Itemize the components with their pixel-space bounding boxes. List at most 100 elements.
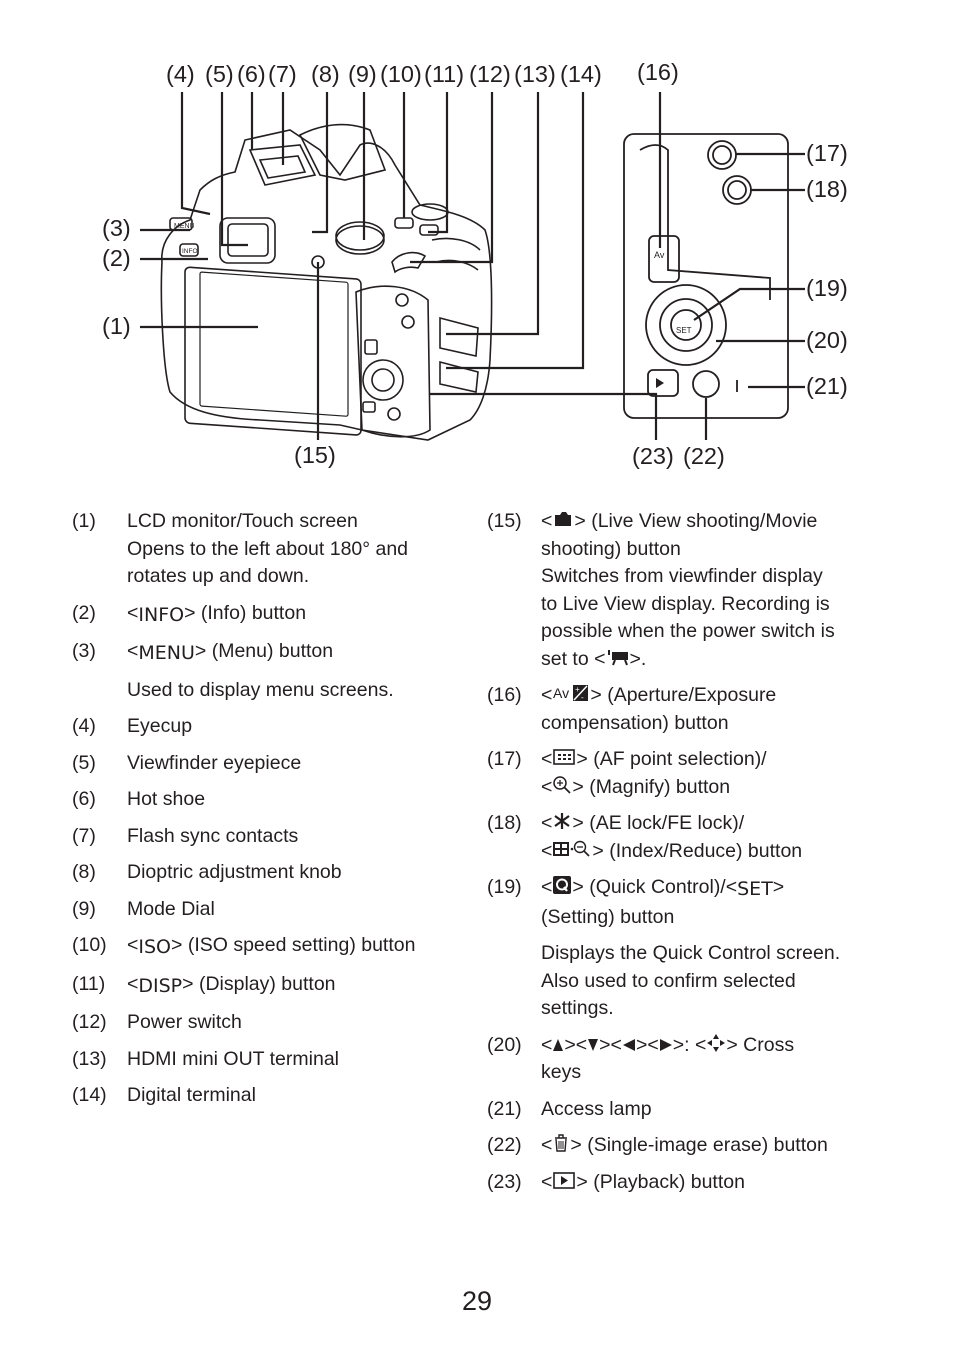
cross-keys-icon bbox=[707, 1033, 726, 1052]
item-text: (Setting) button bbox=[541, 905, 675, 928]
item-text: > bbox=[772, 876, 785, 898]
camera-back-figure: MENU INFO Av SET bbox=[0, 0, 954, 490]
item-text: Access lamp bbox=[541, 1097, 652, 1120]
item-text: Mode Dial bbox=[127, 897, 215, 920]
item-text: > (AE lock/FE lock)/ bbox=[572, 812, 745, 834]
list-item: (17) <> (AF point selection)/ <> (Magnif… bbox=[487, 746, 877, 801]
item-text: shooting) button bbox=[541, 537, 681, 560]
list-item: (6) Hot shoe bbox=[72, 786, 452, 814]
callout-5: (5) bbox=[205, 61, 234, 87]
callout-7: (7) bbox=[268, 61, 297, 87]
item-number: (5) bbox=[72, 751, 96, 774]
item-text: > (Live View shooting/Movie bbox=[574, 510, 818, 532]
callout-10: (10) bbox=[380, 61, 422, 87]
item-number: (6) bbox=[72, 788, 96, 810]
list-item: (20) <><><><>: <> Cross keys bbox=[487, 1032, 877, 1087]
item-number: (13) bbox=[72, 1047, 107, 1070]
item-number: (17) bbox=[487, 748, 522, 770]
callout-6: (6) bbox=[237, 61, 266, 87]
menu-body-label: MENU bbox=[174, 223, 195, 230]
item-text: > (Aperture/Exposure bbox=[590, 684, 777, 706]
callout-2: (2) bbox=[102, 245, 131, 271]
list-item: (23) <> (Playback) button bbox=[487, 1169, 877, 1197]
item-text: > (Magnify) button bbox=[572, 775, 731, 798]
callout-16: (16) bbox=[637, 59, 679, 85]
info-icon: INFO bbox=[138, 603, 185, 626]
list-item: (9) Mode Dial bbox=[72, 896, 452, 924]
item-number: (8) bbox=[72, 861, 96, 883]
svg-text:Av: Av bbox=[553, 685, 569, 701]
callout-1: (1) bbox=[102, 313, 131, 339]
magnify-icon bbox=[553, 775, 572, 794]
item-number: (4) bbox=[72, 715, 96, 737]
list-item: (11) <DISP> (Display) button bbox=[72, 971, 452, 1001]
set-zoom-label: SET bbox=[676, 326, 692, 335]
item-text: > (Playback) button bbox=[576, 1170, 745, 1193]
list-item: (14)Digital terminal bbox=[72, 1082, 452, 1110]
item-text: > (Quick Control)/< bbox=[572, 876, 738, 898]
item-text: set to < bbox=[541, 647, 606, 670]
item-text: Viewfinder eyepiece bbox=[127, 751, 302, 774]
item-note: Also used to confirm selected bbox=[541, 969, 796, 992]
list-item: (22) <> (Single-image erase) button bbox=[487, 1132, 877, 1160]
callout-18: (18) bbox=[806, 176, 848, 202]
item-text: Switches from viewfinder display bbox=[541, 565, 823, 587]
down-arrow-icon bbox=[588, 1038, 599, 1051]
item-text: > (Info) button bbox=[184, 601, 307, 624]
callout-11: (11) bbox=[424, 61, 465, 87]
list-item: (18) <> (AE lock/FE lock)/ <> (Index/Red… bbox=[487, 810, 877, 865]
item-number: (23) bbox=[487, 1170, 522, 1193]
item-text: > Cross bbox=[726, 1033, 795, 1056]
item-number: (7) bbox=[72, 824, 96, 847]
item-text: >: < bbox=[672, 1033, 707, 1056]
item-number: (15) bbox=[487, 510, 522, 532]
callout-19: (19) bbox=[806, 275, 848, 301]
list-item: (5) Viewfinder eyepiece bbox=[72, 750, 452, 778]
bracket: < bbox=[127, 640, 139, 662]
item-number: (20) bbox=[487, 1033, 522, 1056]
zoom-play-icon bbox=[656, 378, 664, 388]
svg-text:-: - bbox=[581, 693, 584, 702]
item-number: (19) bbox=[487, 876, 522, 898]
bracket: < bbox=[127, 934, 139, 956]
list-item: (4)Eyecup bbox=[72, 713, 452, 741]
item-number: (9) bbox=[72, 897, 96, 920]
live-view-icon bbox=[555, 512, 572, 526]
item-number: (1) bbox=[72, 510, 96, 532]
item-text: HDMI mini OUT terminal bbox=[127, 1047, 339, 1070]
av-zoom-label: Av bbox=[654, 250, 665, 260]
callout-4: (4) bbox=[166, 61, 195, 87]
item-text: Opens to the left about 180° and bbox=[127, 537, 409, 560]
callout-17: (17) bbox=[806, 140, 848, 166]
item-number: (12) bbox=[72, 1011, 107, 1033]
parts-list-left: (1) LCD monitor/Touch screen Opens to th… bbox=[72, 508, 452, 1119]
list-item: (7)Flash sync contacts bbox=[72, 823, 452, 851]
callout-9: (9) bbox=[348, 61, 377, 87]
item-number: (10) bbox=[72, 934, 107, 956]
quick-control-icon bbox=[553, 876, 572, 894]
page-number: 29 bbox=[461, 1286, 493, 1316]
list-item: (10) <ISO> (ISO speed setting) button bbox=[72, 932, 452, 962]
callout-8: (8) bbox=[311, 61, 340, 87]
callout-21: (21) bbox=[806, 373, 848, 399]
item-number: (3) bbox=[72, 640, 96, 662]
disp-icon: DISP bbox=[138, 974, 183, 997]
parts-list-right: (15) <> (Live View shooting/Movie shooti… bbox=[487, 508, 877, 1205]
list-item: (13) HDMI mini OUT terminal bbox=[72, 1046, 452, 1074]
item-text: > (Menu) button bbox=[194, 640, 334, 662]
movie-icon bbox=[607, 649, 628, 665]
callout-3: (3) bbox=[102, 215, 131, 241]
callout-14: (14) bbox=[560, 61, 602, 87]
item-note: Used to display menu screens. bbox=[127, 678, 394, 701]
item-number: (18) bbox=[487, 812, 522, 834]
item-text: >. bbox=[629, 647, 647, 670]
camera-illustration: MENU INFO Av SET bbox=[140, 92, 805, 441]
camera-body-drawing bbox=[160, 123, 493, 441]
item-note: settings. bbox=[541, 997, 614, 1019]
up-arrow-icon bbox=[553, 1038, 564, 1051]
callout-13: (13) bbox=[514, 61, 556, 87]
bracket: < bbox=[127, 601, 139, 624]
item-text: Power switch bbox=[127, 1011, 242, 1033]
item-text: Hot shoe bbox=[127, 788, 206, 810]
list-item: (16) <Av+-> (Aperture/Exposure compensat… bbox=[487, 682, 877, 737]
